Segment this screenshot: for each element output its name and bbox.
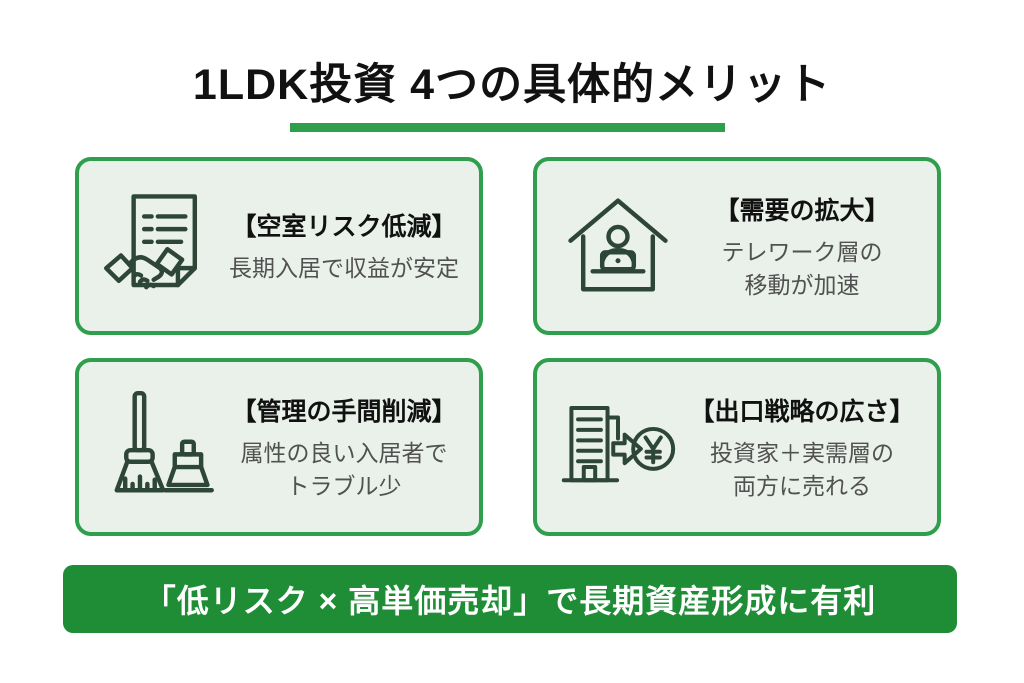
building-yen-icon [557,383,679,511]
card-text: 【管理の手間削減】 属性の良い入居者で トラブル少 [221,392,479,502]
card-text: 【空室リスク低減】 長期入居で収益が安定 [221,207,479,285]
card-vacancy-risk: 【空室リスク低減】 長期入居で収益が安定 [75,157,483,335]
card-text: 【出口戦略の広さ】 投資家＋実需層の 両方に売れる [679,392,937,502]
banner-text: 「低リスク × 高単価売却」で長期資産形成に有利 [143,583,877,619]
card-heading: 【空室リスク低減】 [231,213,457,242]
conclusion-banner: 「低リスク × 高単価売却」で長期資産形成に有利 [63,565,957,633]
card-body-line: 属性の良い入居者で [240,439,448,466]
card-body-line: 長期入居で収益が安定 [229,255,459,282]
house-telework-icon [557,182,679,310]
broom-dustpan-icon [99,383,221,511]
card-body-line: 投資家＋実需層の [710,439,894,466]
card-text: 【需要の拡大】 テレワーク層の 移動が加速 [679,191,937,301]
contract-handshake-icon [99,182,221,310]
card-demand-expansion: 【需要の拡大】 テレワーク層の 移動が加速 [533,157,941,335]
card-exit-strategy: 【出口戦略の広さ】 投資家＋実需層の 両方に売れる [533,358,941,536]
card-heading: 【出口戦略の広さ】 [689,397,915,426]
card-body-line: テレワーク層の [721,238,883,265]
card-heading: 【管理の手間削減】 [231,397,457,426]
card-management-effort: 【管理の手間削減】 属性の良い入居者で トラブル少 [75,358,483,536]
card-body-line: 移動が加速 [744,271,860,298]
card-body-line: 両方に売れる [733,472,871,499]
title-underline [290,123,725,132]
card-body-line: トラブル少 [286,472,402,499]
page-title: 1LDK投資 4つの具体的メリット [192,61,832,109]
card-heading: 【需要の拡大】 [714,196,890,225]
